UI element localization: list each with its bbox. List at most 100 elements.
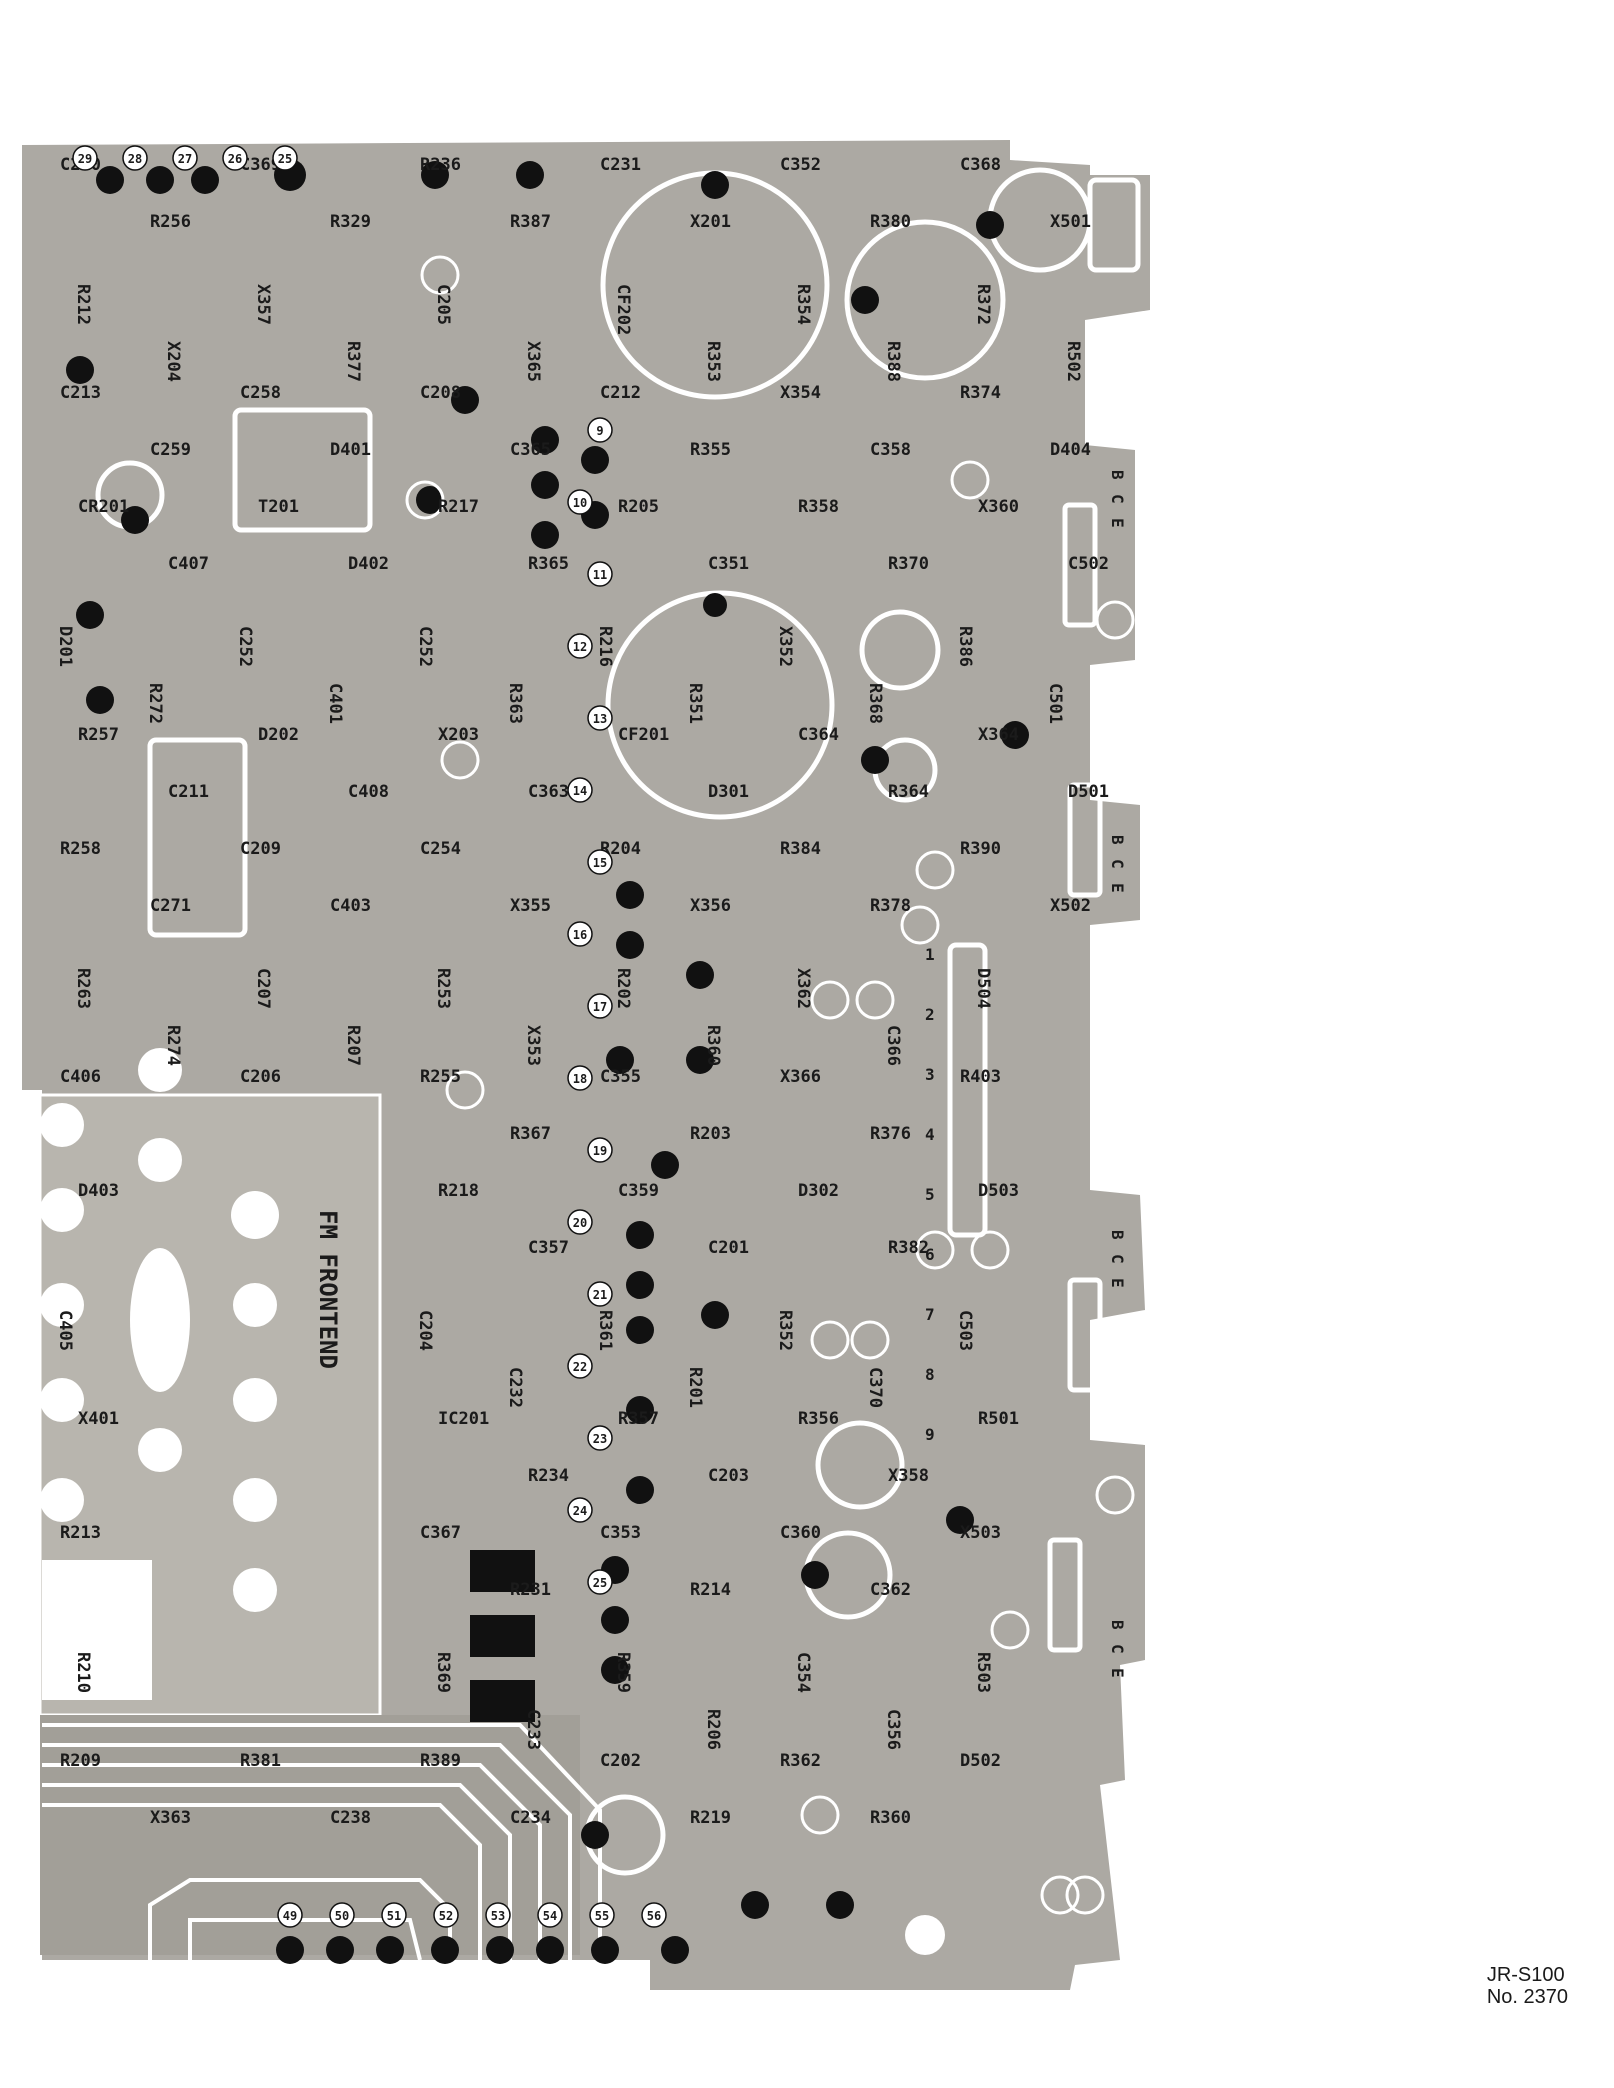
component-label: C364: [798, 725, 839, 745]
component-label: C201: [708, 1238, 749, 1258]
component-label: R377: [343, 341, 363, 382]
component-label: D502: [960, 1751, 1001, 1771]
component-label: C234: [510, 1808, 551, 1828]
component-label: R370: [888, 554, 929, 574]
svg-text:19: 19: [593, 1144, 607, 1158]
transistor-pin-label: E: [1108, 1278, 1127, 1288]
component-label: C238: [330, 1808, 371, 1828]
component-label: C367: [420, 1523, 461, 1543]
component-label: R380: [870, 212, 911, 232]
connector-number: 19: [587, 1137, 613, 1163]
component-label: R207: [343, 1025, 363, 1066]
component-label: R219: [690, 1808, 731, 1828]
connector-number: 55: [589, 1902, 615, 1928]
transistor-pin-label: B: [1108, 470, 1127, 480]
component-label: C252: [415, 626, 435, 667]
terminal-number: 8: [925, 1365, 935, 1384]
svg-text:24: 24: [573, 1504, 587, 1518]
component-label: X365: [523, 341, 543, 382]
component-label: D301: [708, 782, 749, 802]
component-label: IC201: [438, 1409, 489, 1429]
component-label: C212: [600, 383, 641, 403]
svg-text:18: 18: [573, 1072, 587, 1086]
svg-text:16: 16: [573, 928, 587, 942]
component-label: C363: [528, 782, 569, 802]
frontend-mounting-holes: [40, 1048, 945, 1955]
component-label: C408: [348, 782, 389, 802]
fm-frontend-label: FM FRONTEND: [314, 1210, 342, 1369]
component-label: C258: [240, 383, 281, 403]
component-label: R357: [618, 1409, 659, 1429]
connector-number: 24: [567, 1497, 593, 1523]
component-label: R360: [870, 1808, 911, 1828]
transistor-outlines: [405, 255, 1135, 1915]
component-label: X354: [780, 383, 821, 403]
component-label: C369: [240, 155, 281, 175]
component-label: R386: [955, 626, 975, 667]
component-label: X353: [523, 1025, 543, 1066]
connector-number: 17: [587, 993, 613, 1019]
component-label: C254: [420, 839, 461, 859]
component-label: X357: [253, 284, 273, 325]
component-label: R360: [703, 1025, 723, 1066]
component-label: R213: [60, 1523, 101, 1543]
page-footer: JR-S100 No. 2370: [1487, 1964, 1568, 2008]
connector-number: 22: [567, 1353, 593, 1379]
component-label: C209: [240, 839, 281, 859]
component-label: R362: [780, 1751, 821, 1771]
component-label: C259: [150, 440, 191, 460]
component-label: C202: [600, 1751, 641, 1771]
component-label: R372: [973, 284, 993, 325]
connector-number: 28: [122, 145, 148, 171]
svg-text:15: 15: [593, 856, 607, 870]
connector-number: 27: [172, 145, 198, 171]
transistor-pin-label: C: [1108, 1254, 1127, 1264]
connector-number: 21: [587, 1281, 613, 1307]
component-label: C365: [510, 440, 551, 460]
transistor-pin-label: E: [1108, 883, 1127, 893]
connector-number: 14: [567, 777, 593, 803]
component-label: T201: [258, 497, 299, 517]
component-label: X363: [150, 1808, 191, 1828]
svg-text:13: 13: [593, 712, 607, 726]
connector-number: 51: [381, 1902, 407, 1928]
connector-number: 53: [485, 1902, 511, 1928]
component-label: R387: [510, 212, 551, 232]
component-label-layer: C210R212C213CR201D201R257R258R263C406D40…: [55, 145, 1127, 1928]
component-label: R390: [960, 839, 1001, 859]
component-label: X366: [780, 1067, 821, 1087]
component-label: R209: [60, 1751, 101, 1771]
svg-text:53: 53: [491, 1909, 505, 1923]
svg-text:52: 52: [439, 1909, 453, 1923]
component-label: C368: [960, 155, 1001, 175]
component-label: C366: [883, 1025, 903, 1066]
component-label: C206: [240, 1067, 281, 1087]
component-label: X364: [978, 725, 1019, 745]
component-label: D404: [1050, 440, 1091, 460]
component-label: C407: [168, 554, 209, 574]
connector-number: 12: [567, 633, 593, 659]
connector-number: 10: [567, 489, 593, 515]
component-label: D501: [1068, 782, 1109, 802]
component-label: C360: [780, 1523, 821, 1543]
connector-number: 54: [537, 1902, 563, 1928]
component-label: CF201: [618, 725, 669, 745]
connector-number: 26: [222, 145, 248, 171]
component-label: CF202: [613, 284, 633, 335]
component-label: C271: [150, 896, 191, 916]
component-label: R361: [595, 1310, 615, 1351]
component-label: R203: [690, 1124, 731, 1144]
terminal-number: 4: [925, 1125, 935, 1144]
svg-text:20: 20: [573, 1216, 587, 1230]
component-label: R214: [690, 1580, 731, 1600]
component-label: X502: [1050, 896, 1091, 916]
component-label: R369: [433, 1652, 453, 1693]
svg-text:55: 55: [595, 1909, 609, 1923]
component-label: C204: [415, 1310, 435, 1351]
component-label: R388: [883, 341, 903, 382]
component-label: D504: [973, 968, 993, 1009]
component-label: C203: [708, 1466, 749, 1486]
svg-text:50: 50: [335, 1909, 349, 1923]
terminal-number: 2: [925, 1005, 935, 1024]
